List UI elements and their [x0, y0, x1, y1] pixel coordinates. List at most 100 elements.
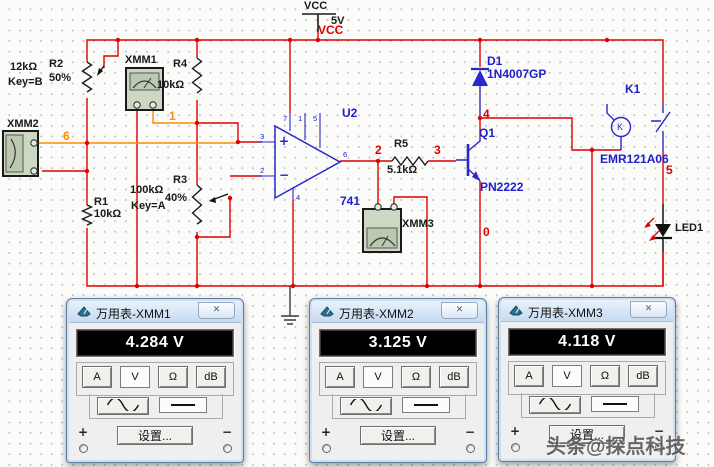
volt-button[interactable]: V: [552, 365, 582, 387]
r4-value-label: 10kΩ: [157, 79, 185, 91]
opamp-minus-sign: −: [279, 168, 290, 182]
settings-button[interactable]: 设置...: [360, 426, 436, 445]
reading-display: 4.118 V: [508, 328, 666, 356]
ohm-button[interactable]: Ω: [158, 366, 188, 388]
negative-terminal[interactable]: −: [462, 423, 478, 453]
junction-dots: [84, 37, 610, 289]
pin2-label: 2: [260, 166, 265, 175]
titlebar[interactable]: 万用表-XMM1 ✕: [69, 301, 241, 323]
net0-label: 0: [483, 225, 490, 239]
vcc-label: VCC: [304, 0, 328, 12]
r3-percent-label: 40%: [165, 192, 188, 204]
r5-name-label: R5: [394, 138, 409, 150]
net1-label: 1: [169, 109, 176, 123]
terminal-jack-icon: [510, 443, 520, 452]
db-button[interactable]: dB: [196, 366, 226, 388]
close-button[interactable]: ✕: [441, 302, 478, 319]
reading-display: 4.284 V: [76, 329, 234, 357]
titlebar[interactable]: 万用表-XMM3 ✕: [501, 300, 673, 322]
ac-mode-button[interactable]: [529, 395, 581, 414]
vcc-symbol[interactable]: [302, 13, 336, 32]
r3-key-label: Key=A: [131, 200, 166, 212]
pin3-label: 3: [260, 132, 265, 141]
opamp-symbol[interactable]: [258, 113, 342, 200]
ampere-button[interactable]: A: [514, 365, 544, 387]
r1-name-label: R1: [94, 196, 109, 208]
ac-mode-button[interactable]: [97, 396, 149, 415]
opamp-plus-sign: +: [279, 134, 290, 148]
ac-mode-button[interactable]: [340, 396, 392, 415]
sine-wave-icon: [537, 395, 573, 413]
transistor-q1-symbol[interactable]: [456, 137, 481, 182]
dc-mode-button[interactable]: [159, 397, 207, 413]
positive-terminal[interactable]: +: [75, 423, 91, 453]
volt-button[interactable]: V: [120, 366, 150, 388]
ampere-button[interactable]: A: [82, 366, 112, 388]
vcc-net-label: VCC: [318, 23, 344, 37]
led1-symbol[interactable]: [644, 204, 672, 252]
ground-symbol[interactable]: [281, 286, 299, 325]
u2-name-label: U2: [342, 106, 358, 120]
db-button[interactable]: dB: [439, 366, 469, 388]
titlebar[interactable]: 万用表-XMM2 ✕: [312, 301, 484, 323]
positive-terminal[interactable]: +: [318, 423, 334, 453]
xmm2-instrument-icon[interactable]: [2, 130, 39, 177]
pin4-label: 4: [296, 193, 301, 202]
r3-value-label: 100kΩ: [130, 184, 164, 196]
watermark: 头条@探点科技: [546, 436, 686, 458]
r3-name-label: R3: [173, 174, 188, 186]
d1-name-label: D1: [487, 54, 503, 68]
diode-d1-symbol[interactable]: [471, 67, 489, 116]
close-button[interactable]: ✕: [198, 302, 235, 319]
multimeter-window-icon: [320, 305, 334, 318]
k1-name-label: K1: [625, 82, 641, 96]
u2-model-label: 741: [340, 194, 361, 208]
close-button[interactable]: ✕: [630, 301, 667, 318]
reading-display: 3.125 V: [319, 329, 477, 357]
terminal-jack-icon: [321, 444, 331, 453]
negative-terminal[interactable]: −: [219, 423, 235, 453]
multimeter-window-xmm1: 万用表-XMM1 ✕ 4.284 V A V Ω dB + 设置... −: [66, 298, 244, 463]
multimeter-window-icon: [77, 305, 91, 318]
xmm2-label: XMM2: [7, 118, 39, 130]
close-icon: ✕: [455, 305, 464, 315]
multimeter-window-icon: [509, 304, 523, 317]
dc-line-icon: [171, 404, 195, 407]
net2-label: 2: [375, 143, 382, 157]
q1-name-label: Q1: [479, 126, 496, 140]
red-wires[interactable]: [42, 32, 664, 287]
wave-strip: [89, 394, 223, 419]
mode-strip: [508, 361, 666, 395]
negative-terminal[interactable]: −: [651, 422, 667, 452]
resistor-r1: [80, 204, 94, 226]
multimeter-window-xmm3: 万用表-XMM3 ✕ 4.118 V A V Ω dB + 设置... −: [498, 297, 676, 462]
xmm1-label: XMM1: [125, 54, 157, 66]
terminal-jack-icon: [465, 444, 475, 453]
ohm-button[interactable]: Ω: [590, 365, 620, 387]
relay-contact-icon: [651, 104, 671, 152]
sine-wave-icon: [105, 396, 141, 414]
resistor-symbols[interactable]: [80, 57, 429, 226]
settings-button[interactable]: 设置...: [117, 426, 193, 445]
r1-value-label: 10kΩ: [94, 208, 122, 220]
window-title: 万用表-XMM3: [528, 306, 603, 320]
xmm1-instrument-icon[interactable]: [125, 67, 164, 111]
positive-terminal[interactable]: +: [507, 422, 523, 452]
relay-k1-symbol[interactable]: [606, 104, 671, 152]
xmm3-instrument-icon[interactable]: [362, 203, 402, 253]
dc-mode-button[interactable]: [402, 397, 450, 413]
ohm-button[interactable]: Ω: [401, 366, 431, 388]
dc-mode-button[interactable]: [591, 396, 639, 412]
db-button[interactable]: dB: [628, 365, 658, 387]
r4-name-label: R4: [173, 58, 188, 70]
ampere-button[interactable]: A: [325, 366, 355, 388]
volt-button[interactable]: V: [363, 366, 393, 388]
led-emission-arrow: [649, 235, 656, 241]
resistor-r2: [81, 61, 93, 93]
settings-button[interactable]: 设置...: [549, 425, 625, 444]
terminal-jack-icon: [78, 444, 88, 453]
r2-value-label: 12kΩ: [10, 61, 38, 73]
pin7-label: 7: [283, 114, 288, 123]
pin1-label: 1: [298, 114, 303, 123]
dc-line-icon: [414, 404, 438, 407]
